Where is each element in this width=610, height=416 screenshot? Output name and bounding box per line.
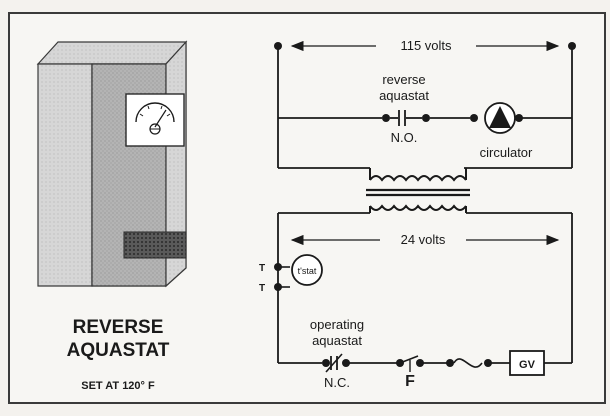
circulator-label: circulator (480, 145, 533, 160)
lower-voltage-label: 24 volts (401, 232, 446, 247)
operating-aquastat-label-line2: aquastat (312, 333, 362, 348)
device-side (37, 63, 93, 287)
terminal-label-lower: T (259, 283, 265, 294)
terminal-label-upper: T (259, 263, 265, 274)
thermostat-symbol (274, 254, 323, 291)
primary-coil (369, 175, 467, 182)
device-title-line1: REVERSE (73, 317, 164, 338)
gauge-dial-arc (135, 102, 175, 123)
device-gauge-window (125, 93, 185, 147)
operating-aquastat-contact (322, 353, 350, 373)
secondary-coil (369, 204, 467, 211)
device-top (36, 41, 188, 65)
thermostat-label: t'stat (298, 266, 317, 276)
device-vent-grille (123, 231, 187, 259)
reverse-aquastat-label-line1: reverse (382, 72, 425, 87)
gas-valve-label: GV (519, 359, 536, 371)
reverse-contact-type: N.O. (391, 130, 418, 145)
device-title-line2: AQUASTAT (67, 340, 170, 361)
upper-right-terminal (568, 42, 576, 50)
fuse-symbol (446, 358, 492, 368)
low-voltage-circuit (277, 212, 573, 364)
reverse-aquastat-label-line2: aquastat (379, 88, 429, 103)
upper-left-terminal (274, 42, 282, 50)
circulator-symbol (470, 102, 523, 134)
operating-contact-type: N.C. (324, 375, 350, 390)
device-setting: SET AT 120° F (81, 380, 155, 392)
gas-valve-box (509, 350, 545, 376)
upper-voltage-label: 115 volts (400, 38, 452, 53)
fuse-label: F (405, 373, 415, 390)
limit-switch-symbol (396, 355, 424, 372)
transformer-symbol (366, 168, 470, 213)
line-voltage-circuit (277, 46, 573, 169)
operating-aquastat-label-line1: operating (310, 317, 364, 332)
reverse-aquastat-device (36, 40, 188, 288)
reverse-aquastat-contact (382, 110, 430, 126)
